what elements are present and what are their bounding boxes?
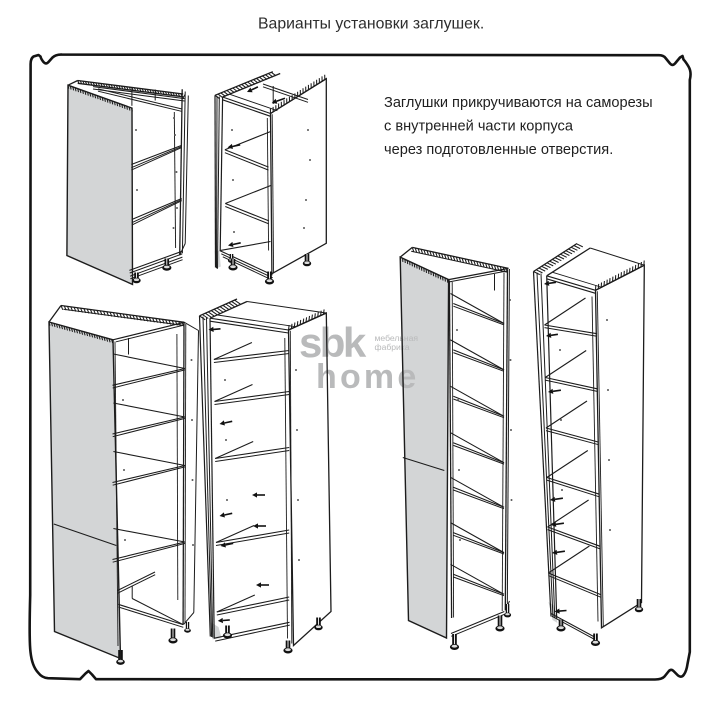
svg-text:с внутренней части корпуса: с внутренней части корпуса [384, 119, 574, 135]
svg-text:Варианты установки заглушек.: Варианты установки заглушек. [258, 16, 484, 33]
svg-text:home: home [316, 358, 419, 396]
svg-text:Заглушки прикручиваются на сам: Заглушки прикручиваются на саморезы [384, 95, 653, 111]
svg-text:через подготовленные отверстия: через подготовленные отверстия. [384, 142, 613, 158]
svg-text:sbk: sbk [299, 319, 367, 366]
svg-text:фабрика: фабрика [375, 342, 410, 352]
svg-text:мебельная: мебельная [375, 333, 419, 343]
